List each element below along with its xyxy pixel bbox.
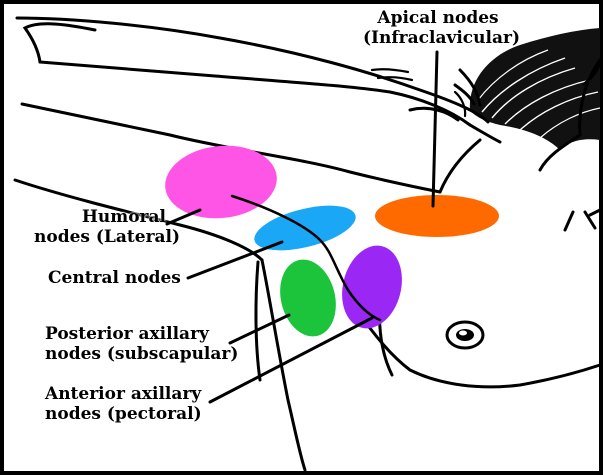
anterior-axillary-nodes-label: Anterior axillary nodes (pectoral)	[45, 384, 202, 424]
posterior-label-line2: nodes (subscapular)	[45, 344, 238, 364]
central-leader-line	[188, 242, 282, 278]
central-label-text: Central nodes	[48, 268, 181, 288]
apical-label-line1: Apical nodes	[363, 8, 513, 28]
nipple-drawing	[447, 322, 483, 348]
humoral-nodes-label: Humoral nodes (Lateral)	[34, 207, 166, 247]
anterior-label-line2: nodes (pectoral)	[45, 404, 202, 424]
central-nodes-label: Central nodes	[48, 268, 181, 288]
anterior-label-line1: Anterior axillary	[45, 384, 202, 404]
humoral-label-line2: nodes (Lateral)	[34, 227, 166, 247]
apical-label-line2: (Infraclavicular)	[363, 28, 513, 48]
apical-nodes-label: Apical nodes (Infraclavicular)	[363, 8, 513, 48]
posterior-axillary-nodes-label: Posterior axillary nodes (subscapular)	[45, 324, 238, 364]
apical-leader-line	[433, 52, 437, 206]
posterior-label-line1: Posterior axillary	[45, 324, 238, 344]
humoral-label-line1: Humoral	[34, 207, 166, 227]
humoral-leader-line	[167, 210, 200, 224]
posterior-leader-line	[230, 315, 289, 343]
apical-node-blob	[375, 195, 499, 237]
posterior-node-blob	[272, 254, 343, 343]
